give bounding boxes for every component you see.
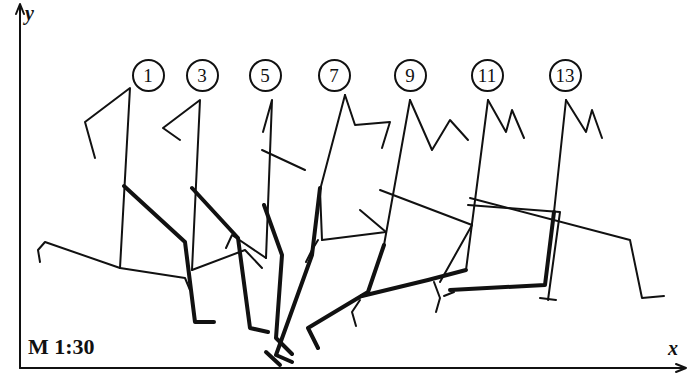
figure-9 bbox=[308, 100, 472, 348]
phase-number: 13 bbox=[556, 66, 575, 85]
phase-circle: 9 bbox=[394, 59, 427, 92]
axis-label: y bbox=[25, 3, 34, 23]
figure-5 bbox=[226, 100, 305, 365]
x-axis bbox=[20, 367, 684, 369]
y-axis bbox=[19, 6, 21, 368]
phase-circle: 13 bbox=[549, 59, 582, 92]
phase-number: 1 bbox=[143, 66, 153, 85]
phase-circle: 11 bbox=[471, 59, 504, 92]
phase-number: 5 bbox=[260, 66, 270, 85]
phase-circle: 7 bbox=[318, 59, 351, 92]
figure-13 bbox=[444, 100, 664, 298]
phase-number: 7 bbox=[329, 66, 339, 85]
phase-circle: 1 bbox=[132, 59, 165, 92]
axis-label: x bbox=[668, 338, 678, 358]
figure-7 bbox=[276, 95, 390, 362]
phase-circle: 3 bbox=[186, 59, 219, 92]
phase-circle: 5 bbox=[249, 59, 282, 92]
scale-note: M 1:30 bbox=[28, 336, 95, 358]
phase-number: 11 bbox=[478, 66, 496, 85]
phase-number: 9 bbox=[405, 66, 415, 85]
figure-11 bbox=[362, 100, 560, 312]
figure-1 bbox=[38, 88, 214, 322]
phase-number: 3 bbox=[197, 66, 207, 85]
figure-3 bbox=[163, 100, 268, 332]
